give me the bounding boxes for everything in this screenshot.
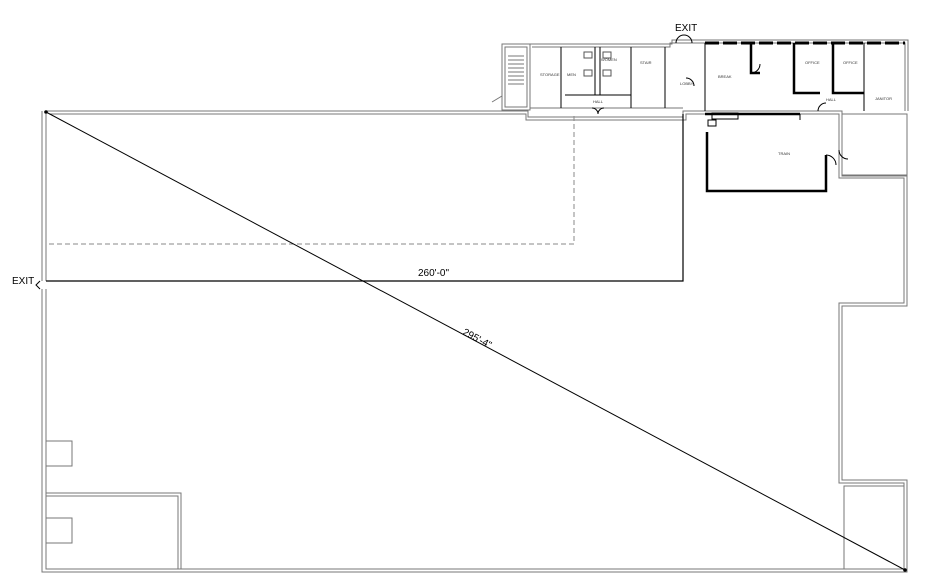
dimension-label-horizontal: 260'-0" [418, 268, 449, 279]
room-label-storage: STORAGE [540, 72, 560, 77]
door-swing-office-a [750, 63, 761, 74]
dock-doors [41, 440, 73, 572]
office-wing-perimeter-inner [532, 42, 906, 111]
door-swing-lobby [685, 77, 695, 87]
office-wing [491, 34, 909, 115]
restroom-fixture-3 [583, 51, 593, 59]
room-label-office-1: OFFICE [805, 60, 820, 65]
dimension-line-horizontal [46, 114, 684, 282]
dock-door-1 [46, 440, 73, 467]
room-labels: STORAGE MEN WOMEN STAIR HALL LOBBY BREAK… [540, 57, 892, 156]
dashed-mezzanine-outline [49, 114, 575, 245]
stair-block-inner [504, 46, 528, 108]
room-label-stair: STAIR [640, 60, 652, 65]
room-label-hall: HALL [593, 99, 604, 104]
stair-treads [508, 55, 524, 85]
east-bay-lower [843, 485, 905, 570]
room-label-mens: MEN [567, 72, 576, 77]
stair-block [501, 43, 531, 111]
diagonal-end-dot-start [44, 110, 48, 114]
dimension-line-diagonal [45, 111, 906, 571]
dock-door-2 [46, 517, 73, 544]
room-label-jan: JANITOR [875, 96, 892, 101]
training-room [705, 102, 849, 193]
dimension-label-diagonal: 295'-4" [461, 327, 494, 351]
room-label-hall-2: HALL [826, 97, 837, 102]
door-swing-hall-2 [817, 102, 827, 112]
door-swing-training [825, 154, 837, 166]
warehouse-outer-walls [41, 110, 908, 573]
partition-office-c [831, 43, 864, 95]
door-swing-exit-top [675, 34, 693, 44]
training-room-fixture [707, 119, 717, 127]
stair-landing [491, 95, 503, 106]
dimension-horizontal [46, 114, 684, 282]
room-label-office-2: OFFICE [843, 60, 858, 65]
west-exit-symbol [35, 280, 41, 290]
room-label-lobby: LOBBY [680, 81, 694, 86]
restroom-fixture-1 [602, 51, 612, 59]
office-wing-perimeter [530, 39, 909, 111]
room-label-break: BREAK [718, 74, 732, 79]
exit-label-left: EXIT [12, 276, 34, 287]
partition-office-b [792, 43, 820, 95]
lower-left-room-wall-inner [46, 495, 179, 569]
room-label-womens: WOMEN [601, 57, 617, 62]
training-room-counter [711, 112, 739, 120]
restroom-fixture-4 [583, 69, 593, 77]
training-room-wall-2 [705, 132, 828, 193]
door-swing-hall [591, 107, 605, 115]
lower-left-room [46, 492, 182, 569]
east-bay-upper [841, 113, 908, 177]
lower-left-room-wall [46, 492, 182, 569]
restroom-fixture-2 [602, 69, 612, 77]
room-label-train: TRAIN [778, 151, 790, 156]
door-swing-warehouse [838, 149, 849, 160]
diagonal-end-dot-end [903, 568, 907, 572]
exit-label-top: EXIT [675, 23, 697, 34]
